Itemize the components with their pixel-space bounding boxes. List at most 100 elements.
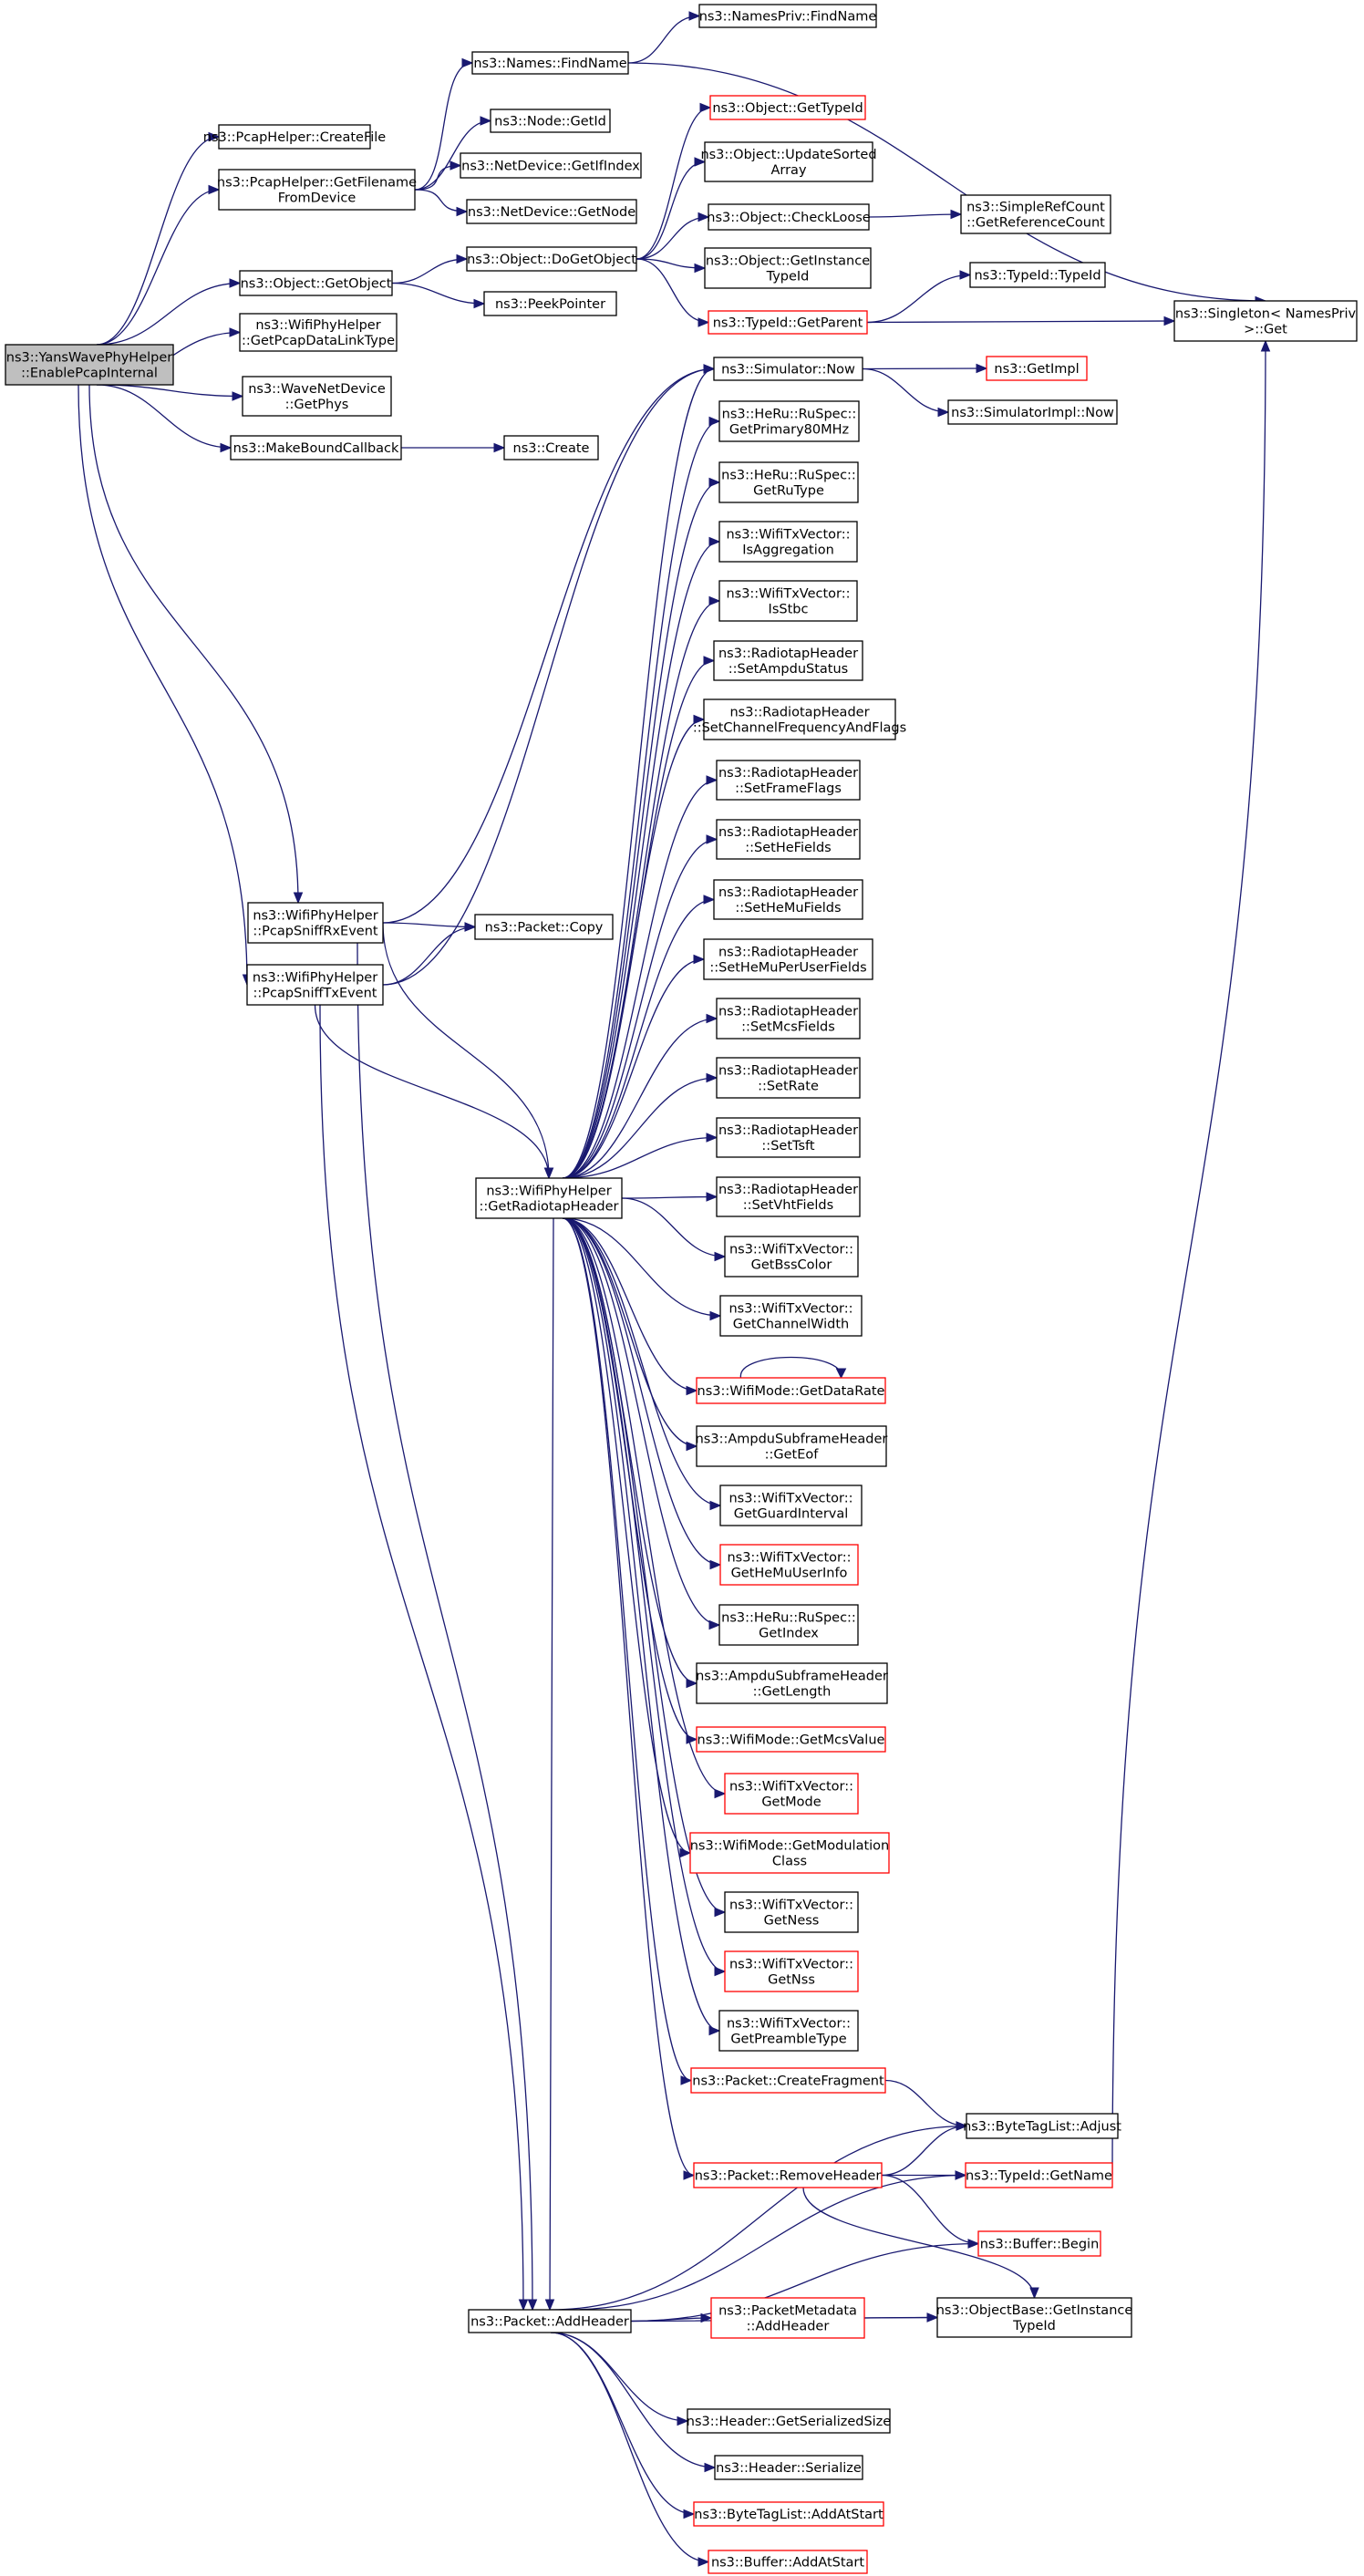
node-wifimode-get-mcs-value[interactable]: ns3::WifiMode::GetMcsValue xyxy=(696,1726,886,1753)
node-buffer-add-at-start[interactable]: ns3::Buffer::AddAtStart xyxy=(708,2550,868,2574)
node-ampdu-get-length[interactable]: ns3::AmpduSubframeHeader::GetLength xyxy=(696,1662,888,1704)
node-label: ::GetRadiotapHeader xyxy=(480,1200,619,1215)
node-label: ns3::Object::GetTypeId xyxy=(712,101,863,116)
node-rt-set-tsft[interactable]: ns3::RadiotapHeader::SetTsft xyxy=(716,1117,861,1158)
node-label: ns3::WifiTxVector:: xyxy=(727,2017,851,2032)
node-object-do-get-object[interactable]: ns3::Object::DoGetObject xyxy=(466,246,637,272)
node-names-find-name[interactable]: ns3::Names::FindName xyxy=(471,51,629,75)
node-label: ns3::RadiotapHeader xyxy=(718,1005,858,1019)
node-bytetaglist-adjust[interactable]: ns3::ByteTagList::Adjust xyxy=(963,2113,1121,2139)
node-txv-get-nss[interactable]: ns3::WifiTxVector::GetNss xyxy=(724,1950,859,1992)
node-packet-copy[interactable]: ns3::Packet::Copy xyxy=(474,914,614,940)
node-node-get-id[interactable]: ns3::Node::GetId xyxy=(490,109,611,133)
node-rt-set-frame-flags[interactable]: ns3::RadiotapHeader::SetFrameFlags xyxy=(716,760,861,801)
node-label: ns3::WifiPhyHelper xyxy=(255,318,380,333)
node-rt-set-channel-freq[interactable]: ns3::RadiotapHeader::SetChannelFrequency… xyxy=(693,698,906,740)
node-box xyxy=(696,1662,888,1704)
node-txv-get-ness[interactable]: ns3::WifiTxVector::GetNess xyxy=(724,1891,859,1933)
node-txv-get-channel-width[interactable]: ns3::WifiTxVector::GetChannelWidth xyxy=(719,1295,863,1337)
node-heru-get-primary80[interactable]: ns3::HeRu::RuSpec::GetPrimary80MHz xyxy=(718,400,860,442)
node-heru-get-ru-type[interactable]: ns3::HeRu::RuSpec::GetRuType xyxy=(718,461,859,503)
node-get-impl[interactable]: ns3::GetImpl xyxy=(986,356,1088,381)
node-txv-get-mode[interactable]: ns3::WifiTxVector::GetMode xyxy=(724,1773,859,1815)
node-txv-get-preamble-type[interactable]: ns3::WifiTxVector::GetPreambleType xyxy=(718,2010,859,2052)
node-box xyxy=(693,2501,884,2527)
node-label: ns3::HeRu::RuSpec:: xyxy=(721,1611,856,1626)
node-packet-create-fragment[interactable]: ns3::Packet::CreateFragment xyxy=(690,2067,886,2094)
node-singleton-get[interactable]: ns3::Singleton< NamesPriv>::Get xyxy=(1173,300,1358,342)
node-buffer-begin[interactable]: ns3::Buffer::Begin xyxy=(977,2230,1101,2257)
call-edge xyxy=(562,1217,692,1858)
node-rt-set-he-mu-per-user[interactable]: ns3::RadiotapHeader::SetHeMuPerUserField… xyxy=(703,938,873,980)
node-create[interactable]: ns3::Create xyxy=(503,435,599,460)
node-txv-get-bss-color[interactable]: ns3::WifiTxVector::GetBssColor xyxy=(724,1236,859,1278)
node-rt-set-rate[interactable]: ns3::RadiotapHeader::SetRate xyxy=(716,1057,861,1099)
node-label: ns3::Header::Serialize xyxy=(716,2461,862,2476)
node-peek-pointer[interactable]: ns3::PeekPointer xyxy=(483,291,617,316)
node-packet-add-header[interactable]: ns3::Packet::AddHeader xyxy=(468,2309,632,2333)
call-edge xyxy=(636,102,712,260)
call-edge xyxy=(562,477,721,1179)
node-pcap-create-file[interactable]: ns3::PcapHelper::CreateFile xyxy=(203,124,387,150)
node-simulator-now[interactable]: ns3::Simulator::Now xyxy=(713,357,863,381)
node-ampdu-get-eof[interactable]: ns3::AmpduSubframeHeader::GetEof xyxy=(696,1425,888,1467)
node-txv-get-he-mu-user-info[interactable]: ns3::WifiTxVector::GetHeMuUserInfo xyxy=(719,1544,859,1586)
node-txv-is-stbc[interactable]: ns3::WifiTxVector::IsStbc xyxy=(718,580,858,622)
node-names-priv-find-name[interactable]: ns3::NamesPriv::FindName xyxy=(698,4,877,28)
node-txv-get-guard-interval[interactable]: ns3::WifiTxVector::GetGuardInterval xyxy=(719,1485,863,1526)
node-typeid-get-parent[interactable]: ns3::TypeId::GetParent xyxy=(708,310,868,335)
node-label: ns3::GetImpl xyxy=(994,362,1079,377)
node-header-serialize[interactable]: ns3::Header::Serialize xyxy=(714,2455,863,2480)
node-box xyxy=(460,152,642,179)
call-edge xyxy=(562,1217,698,1396)
node-txv-is-aggregation[interactable]: ns3::WifiTxVector::IsAggregation xyxy=(718,521,858,563)
node-wifi-get-pcap-dlt[interactable]: ns3::WifiPhyHelper::GetPcapDataLinkType xyxy=(239,313,398,352)
node-packet-metadata-add-header[interactable]: ns3::PacketMetadata::AddHeader xyxy=(710,2297,865,2339)
node-heru-get-index[interactable]: ns3::HeRu::RuSpec::GetIndex xyxy=(718,1604,859,1646)
call-edge xyxy=(314,1004,554,1180)
node-rt-set-he-fields[interactable]: ns3::RadiotapHeader::SetHeFields xyxy=(716,819,861,860)
call-edge xyxy=(562,1217,727,1918)
call-edge xyxy=(562,536,721,1179)
node-rt-set-mcs-fields[interactable]: ns3::RadiotapHeader::SetMcsFields xyxy=(716,998,861,1040)
node-wifi-pcap-sniff-rx[interactable]: ns3::WifiPhyHelper::PcapSniffRxEvent xyxy=(247,902,384,944)
node-rt-set-vht-fields[interactable]: ns3::RadiotapHeader::SetVhtFields xyxy=(716,1176,861,1217)
node-rt-set-ampdu-status[interactable]: ns3::RadiotapHeader::SetAmpduStatus xyxy=(713,640,863,681)
node-packet-remove-header[interactable]: ns3::Packet::RemoveHeader xyxy=(693,2162,883,2188)
node-box xyxy=(960,194,1111,234)
node-box xyxy=(719,1295,863,1337)
node-typeid-get-name[interactable]: ns3::TypeId::GetName xyxy=(965,2162,1113,2188)
call-edge xyxy=(562,1217,722,1511)
node-wifimode-get-data-rate[interactable]: ns3::WifiMode::GetDataRate xyxy=(696,1377,886,1404)
node-header-get-serialized-size[interactable]: ns3::Header::GetSerializedSize xyxy=(687,2408,892,2434)
node-netdevice-get-node[interactable]: ns3::NetDevice::GetNode xyxy=(466,199,637,224)
node-simple-ref-count[interactable]: ns3::SimpleRefCount::GetReferenceCount xyxy=(960,194,1111,234)
node-root[interactable]: ns3::YansWavePhyHelper::EnablePcapIntern… xyxy=(5,344,174,386)
node-netdevice-get-ifindex[interactable]: ns3::NetDevice::GetIfIndex xyxy=(460,152,642,179)
node-box xyxy=(977,2230,1101,2257)
node-box xyxy=(703,698,896,740)
node-rt-set-he-mu-fields[interactable]: ns3::RadiotapHeader::SetHeMuFields xyxy=(713,879,863,920)
call-edge xyxy=(562,1217,722,1570)
node-wifi-pcap-sniff-tx[interactable]: ns3::WifiPhyHelper::PcapSniffTxEvent xyxy=(246,964,384,1006)
node-label: ::SetVhtFields xyxy=(743,1198,833,1213)
node-wifi-get-radiotap[interactable]: ns3::WifiPhyHelper::GetRadiotapHeader xyxy=(475,1177,623,1219)
call-edge xyxy=(550,2332,710,2567)
node-wave-get-phys[interactable]: ns3::WaveNetDevice::GetPhys xyxy=(242,376,392,417)
node-object-get-type-id[interactable]: ns3::Object::GetTypeId xyxy=(709,95,866,120)
node-box xyxy=(969,262,1106,288)
node-bytetaglist-add-at-start[interactable]: ns3::ByteTagList::AddAtStart xyxy=(693,2501,884,2527)
node-make-bound-callback[interactable]: ns3::MakeBoundCallback xyxy=(230,435,402,460)
node-label: ns3::Packet::RemoveHeader xyxy=(695,2169,882,2184)
node-simulator-impl-now[interactable]: ns3::SimulatorImpl::Now xyxy=(947,399,1118,425)
call-edge xyxy=(621,1192,718,1202)
node-object-check-loose[interactable]: ns3::Object::CheckLoose xyxy=(707,203,871,231)
node-object-get-object[interactable]: ns3::Object::GetObject xyxy=(239,270,393,296)
node-typeid-typeid[interactable]: ns3::TypeId::TypeId xyxy=(969,262,1106,288)
node-box xyxy=(724,1236,859,1278)
